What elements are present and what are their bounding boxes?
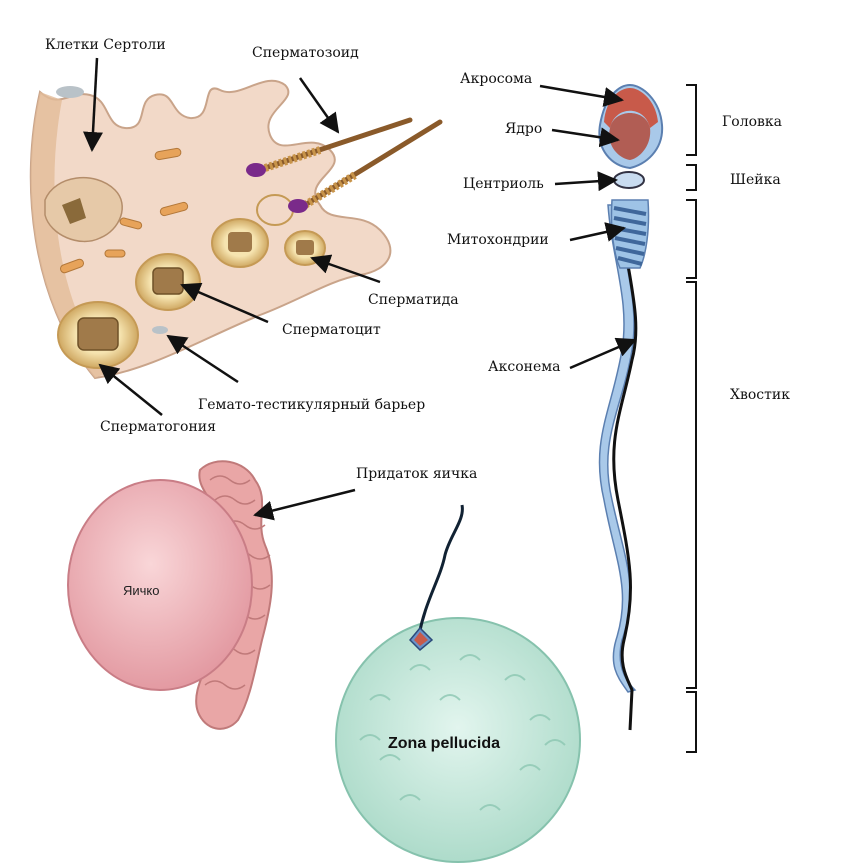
label-zona-pellucida: Zona pellucida	[388, 735, 501, 752]
centriole-shape	[613, 171, 645, 189]
label-head: Головка	[722, 114, 782, 130]
seminiferous-tubule	[29, 79, 443, 380]
zona-pellucida-egg	[335, 617, 581, 863]
arrow-acrosome	[539, 84, 624, 107]
arrow-axoneme	[569, 337, 637, 370]
testis-illustration	[67, 460, 273, 730]
label-spermatozoid: Сперматозоид	[252, 45, 359, 61]
label-acrosome: Акросома	[460, 71, 533, 87]
arrow-spermatid	[310, 254, 381, 284]
arrow-spermatogonia	[98, 363, 163, 416]
label-spermatid: Сперматида	[368, 292, 459, 308]
label-centriole: Центриоль	[463, 176, 544, 192]
label-tail: Хвостик	[730, 387, 790, 403]
spermatocyte-cell	[135, 253, 201, 311]
arrow-spermatocyte	[180, 282, 269, 324]
zona-texture	[359, 654, 566, 811]
arrow-btb	[166, 334, 239, 384]
label-blood-testis-barrier: Гемато-тестикулярный барьер	[198, 397, 426, 413]
arrow-epididymis	[253, 488, 356, 521]
bracket-endpiece	[686, 691, 697, 753]
sertoli-nucleus	[62, 198, 86, 224]
tight-junction-marks	[56, 86, 168, 334]
spermatogonium-cell	[57, 301, 139, 369]
bracket-head	[686, 84, 697, 156]
egg-illustration	[335, 504, 581, 863]
arrow-sertoli	[82, 57, 103, 152]
arrow-mitochondria	[569, 222, 626, 242]
label-sertoli-cells: Клетки Сертоли	[45, 37, 166, 53]
label-spermatogonia: Сперматогония	[100, 419, 216, 435]
spermatozoon-in-lumen-2	[288, 119, 443, 213]
mitochondria-granules	[59, 147, 189, 274]
bracket-midpiece	[686, 199, 697, 279]
leader-arrows	[82, 57, 637, 521]
arrow-spermatozoid	[298, 77, 340, 134]
label-spermatocyte: Сперматоцит	[282, 322, 381, 338]
basement-band	[30, 92, 110, 378]
arrow-centriole	[554, 171, 618, 192]
section-brackets	[686, 84, 697, 753]
spermatozoon-in-lumen-1	[246, 117, 413, 177]
sperm-tail-outline	[598, 204, 637, 693]
sperm-detailed	[598, 83, 664, 731]
label-neck: Шейка	[730, 172, 781, 188]
bracket-tail	[686, 281, 697, 689]
arrow-nucleus	[551, 127, 620, 148]
nucleus-shape	[609, 113, 651, 160]
spermatid-cell-1	[211, 218, 269, 268]
label-nucleus: Ядро	[505, 121, 543, 137]
label-epididymis: Придаток яичка	[356, 466, 478, 482]
sertoli-cell-body	[44, 176, 123, 243]
label-mitochondria: Митохондрии	[447, 232, 549, 248]
bracket-neck	[686, 164, 697, 191]
testis	[67, 479, 253, 691]
label-testis: Яичко	[123, 583, 160, 598]
approaching-spermatozoon	[408, 504, 464, 652]
label-axoneme: Аксонема	[488, 359, 561, 375]
